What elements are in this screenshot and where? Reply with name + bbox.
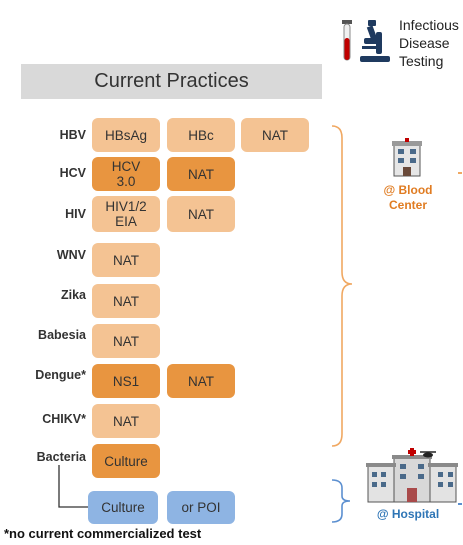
row-label-zika: Zika bbox=[60, 288, 86, 302]
row-label-hiv: HIV bbox=[65, 207, 86, 221]
test-box-hbv-nat: NAT bbox=[241, 118, 309, 152]
test-box-bacteria-culture: Culture bbox=[92, 444, 160, 478]
test-box-hbc: HBc bbox=[167, 118, 235, 152]
test-box-hcv-nat: NAT bbox=[167, 157, 235, 191]
test-box-dengue-nat: NAT bbox=[167, 364, 235, 398]
test-box-hiv-nat: NAT bbox=[167, 196, 235, 232]
header-title: Infectious Disease Testing bbox=[399, 16, 463, 70]
test-box-hbsag: HBsAg bbox=[92, 118, 160, 152]
test-box-zika-nat: NAT bbox=[92, 284, 160, 318]
microscope-icon bbox=[360, 20, 390, 62]
blood-center-edge-tick bbox=[458, 172, 462, 174]
footnote: *no current commercialized test bbox=[4, 526, 202, 541]
hospital-label: @ Hospital bbox=[376, 507, 440, 521]
row-label-babesia: Babesia bbox=[38, 328, 86, 342]
test-box-hcv-3: HCV 3.0 bbox=[92, 157, 160, 191]
row-label-chikv: CHIKV* bbox=[42, 412, 86, 426]
row-label-hbv: HBV bbox=[59, 128, 86, 142]
row-label-bacteria: Bacteria bbox=[36, 450, 86, 464]
bacteria-connector-line bbox=[58, 465, 91, 508]
hospital-edge-tick bbox=[458, 503, 462, 505]
current-practices-title: Current Practices bbox=[21, 64, 322, 99]
test-box-hiv-eia: HIV1/2 EIA bbox=[92, 196, 160, 232]
test-box-dengue-ns1: NS1 bbox=[92, 364, 160, 398]
blood-center-label: @ Blood Center bbox=[383, 183, 433, 212]
test-box-chikv-nat: NAT bbox=[92, 404, 160, 438]
header-line-1: Infectious bbox=[399, 17, 459, 33]
test-box-babesia-nat: NAT bbox=[92, 324, 160, 358]
test-tube-icon bbox=[342, 20, 352, 61]
header-line-2: Disease bbox=[399, 35, 450, 51]
hospital-bracket bbox=[331, 479, 351, 523]
row-label-dengue: Dengue* bbox=[35, 368, 86, 382]
test-box-wnv-nat: NAT bbox=[92, 243, 160, 277]
blood-center-building-icon bbox=[392, 138, 422, 177]
hospital-test-culture: Culture bbox=[88, 491, 158, 524]
lab-testing-icon bbox=[342, 20, 390, 62]
hospital-test-poi: or POI bbox=[167, 491, 235, 524]
row-label-hcv: HCV bbox=[59, 166, 86, 180]
blood-center-bracket bbox=[331, 125, 353, 447]
header-line-3: Testing bbox=[399, 53, 444, 69]
hospital-building-icon bbox=[366, 448, 458, 503]
row-label-wnv: WNV bbox=[56, 248, 86, 262]
